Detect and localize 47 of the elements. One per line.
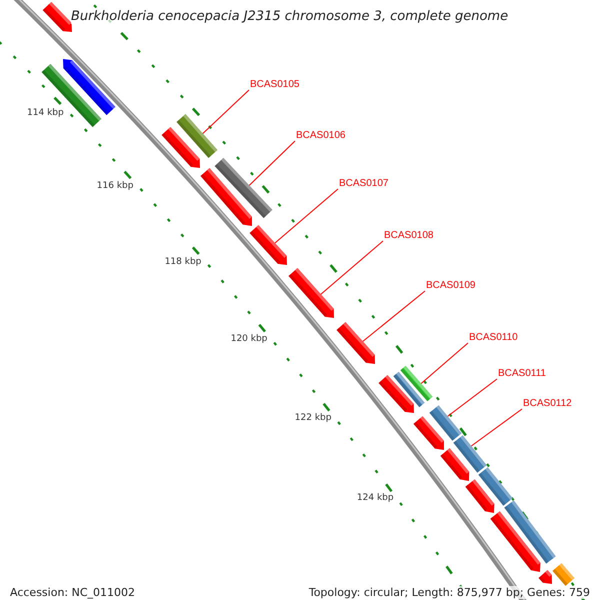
gene-bar xyxy=(552,563,575,586)
scale-label: 120 kbp xyxy=(230,334,268,344)
leader-line xyxy=(248,140,296,186)
leader-line xyxy=(420,342,468,384)
gene-feature xyxy=(440,448,470,481)
genome-info-text: Topology: circular; Length: 875,977 bp; Genes: 759 xyxy=(308,586,591,599)
gene-feature xyxy=(413,416,444,450)
gene-feature xyxy=(162,126,200,168)
gene-feature xyxy=(250,224,287,265)
scale-label: 124 kbp xyxy=(356,493,394,504)
gene-feature xyxy=(538,570,552,584)
gene-bar xyxy=(453,435,487,473)
leader-line xyxy=(470,408,522,446)
leader-line xyxy=(202,90,250,134)
gene-bar xyxy=(429,405,462,441)
gene-label: BCAS0108 xyxy=(384,230,434,242)
gene-bar xyxy=(393,372,425,408)
gene-bar xyxy=(504,500,556,564)
gene-feature xyxy=(490,511,540,572)
gene-label: BCAS0110 xyxy=(469,332,518,344)
gene-feature xyxy=(288,268,334,318)
gene-bar xyxy=(214,158,272,218)
leader-line xyxy=(320,240,384,295)
title: Burkholderia cenocepacia J2315 chromosome 3, complete genome xyxy=(71,9,508,24)
gene-label: BCAS0107 xyxy=(339,178,388,190)
scale-label: 114 kbp xyxy=(27,108,64,118)
gene-feature xyxy=(378,374,414,413)
gene-bar xyxy=(176,114,218,158)
accession-text: Accession: NC_011002 xyxy=(9,586,136,599)
gene-bar xyxy=(400,366,433,402)
gene-feature xyxy=(465,479,494,513)
scale-label: 118 kbp xyxy=(164,256,202,267)
gene-feature xyxy=(200,168,252,226)
leader-line xyxy=(274,188,338,244)
gene-feature xyxy=(42,2,72,32)
gene-bar xyxy=(478,467,513,506)
gene-label: BCAS0105 xyxy=(250,79,300,91)
gene-feature xyxy=(336,322,375,364)
gene-label: BCAS0109 xyxy=(426,280,476,292)
gene-label: BCAS0111 xyxy=(498,368,546,380)
leader-line xyxy=(447,378,498,417)
scale-label: 116 kbp xyxy=(96,181,134,192)
leader-line xyxy=(362,290,426,342)
scale-label: 122 kbp xyxy=(294,412,332,423)
gene-feature xyxy=(63,59,116,116)
gene-label: BCAS0106 xyxy=(296,130,346,142)
gene-label: BCAS0112 xyxy=(523,398,572,410)
